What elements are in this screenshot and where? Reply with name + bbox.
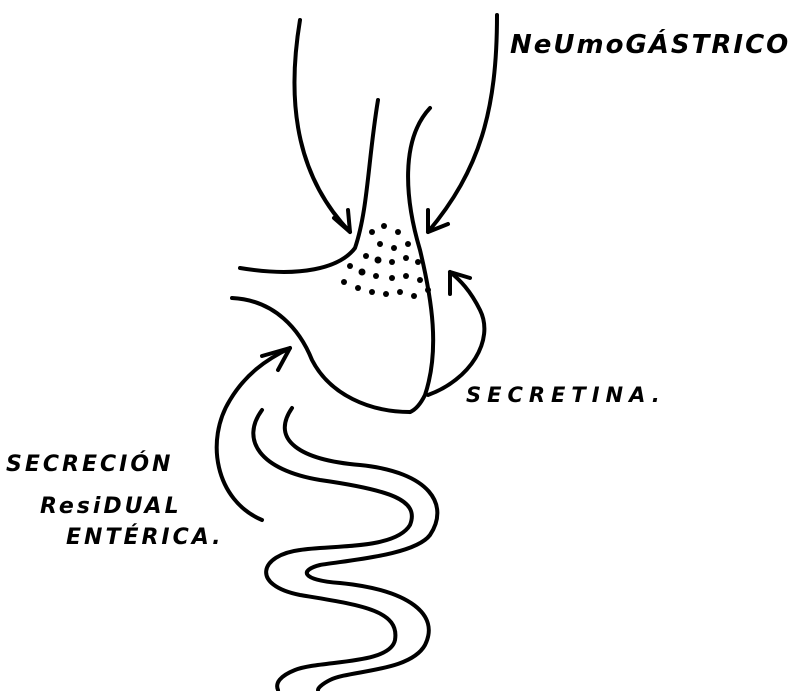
- secretina-arrow: [428, 272, 484, 395]
- label-neumogastrico: NeUmoGÁSTRICO: [510, 30, 790, 60]
- nerve-arrow-right: [428, 15, 497, 232]
- label-secrecion-line1: SECRECIÓN: [6, 452, 173, 477]
- label-secrecion-line2: ResiDUAL: [40, 494, 182, 519]
- nerve-arrow-left: [294, 20, 350, 232]
- label-secretina: SECRETINA.: [466, 383, 666, 407]
- intestine-wall-left: [253, 410, 412, 690]
- esophagus-left-wall: [240, 100, 378, 272]
- label-secrecion-line3: ENTÉRICA.: [66, 525, 224, 550]
- stomach-outer-wall: [232, 298, 410, 412]
- esophagus-right-wall: [408, 108, 433, 412]
